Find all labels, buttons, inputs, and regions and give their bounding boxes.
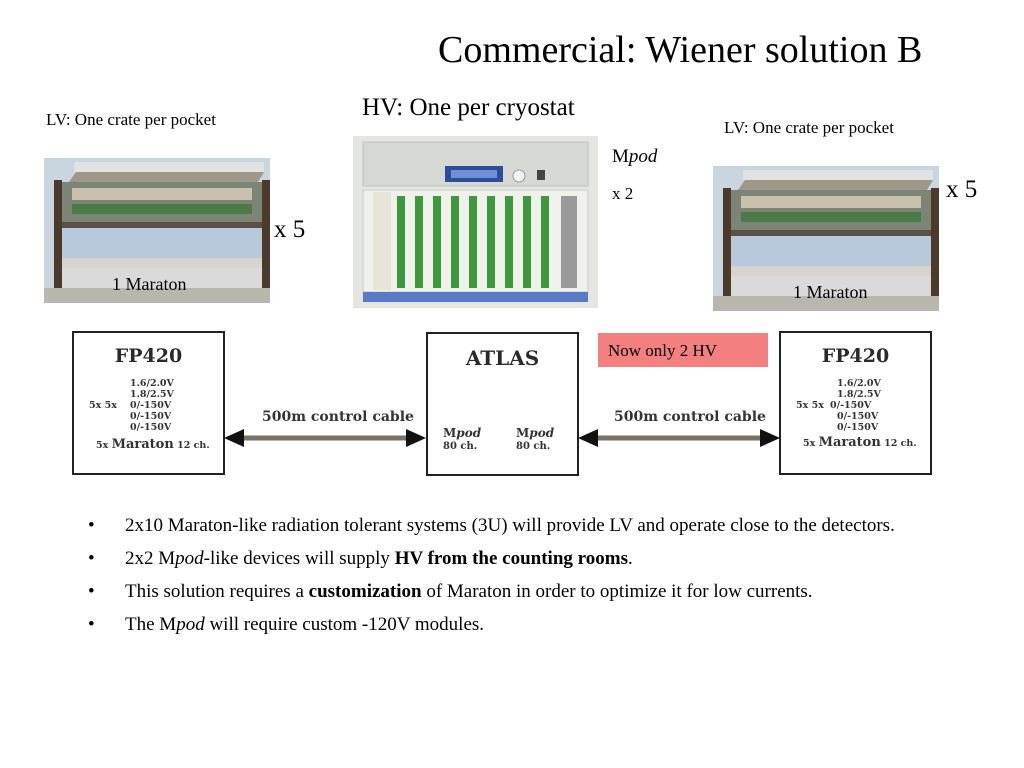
right-crate-multiplier: x 5 [946,176,978,203]
fp420-right-line-3: 0/-150V [830,400,872,411]
fp420-right-line-2: 1.8/2.5V [837,389,881,400]
fp420-right-line-4: 0/-150V [837,411,879,422]
bullet-2: 2x2 Mpod-like devices will supply HV fro… [88,545,938,572]
atlas-box: ATLAS Mpod 80 ch. Mpod 80 ch. [426,332,579,476]
cable-left-label: 500m control cable [262,409,414,425]
fp420-left-line-2: 1.8/2.5V [130,389,174,400]
fp420-right-box: FP420 1.6/2.0V 1.8/2.5V 5x 5x 0/-150V 0/… [779,331,932,475]
atlas-mpod-left: Mpod [443,426,482,440]
left-crate-caption: LV: One crate per pocket [46,110,216,129]
note-box: Now only 2 HV [598,333,768,367]
fp420-right-line-5: 0/-150V [837,422,879,433]
note-text: Now only 2 HV [608,341,718,360]
fp420-right-grid: 5x 5x [796,400,824,411]
center-crate-caption: HV: One per cryostat [362,94,575,121]
fp420-left-maraton-row: 5x Maraton 12 ch. [96,437,210,452]
slide-title: Commercial: Wiener solution B [438,29,923,71]
fp420-right-maraton-row: 5x Maraton 12 ch. [803,435,917,450]
left-crate-label: 1 Maraton [112,274,187,294]
center-mpod-crate-photo [353,136,598,308]
right-crate-label: 1 Maraton [793,282,868,302]
cable-right-arrow [578,429,780,447]
fp420-left-line-1: 1.6/2.0V [130,378,174,389]
cable-right-label: 500m control cable [614,409,766,425]
atlas-title: ATLAS [465,346,540,370]
atlas-mpod-right-channels: 80 ch. [516,441,551,452]
center-crate-multiplier: x 2 [612,184,634,203]
fp420-right-line-1: 1.6/2.0V [837,378,881,389]
center-crate-name: Mpod [612,146,658,167]
fp420-left-line-4: 0/-150V [130,411,172,422]
fp420-left-title: FP420 [114,345,183,367]
atlas-mpod-right: Mpod [516,426,555,440]
fp420-left-box: FP420 1.6/2.0V 1.8/2.5V 5x 5x 0/-150V 0/… [72,331,225,475]
bullet-1: 2x10 Maraton-like radiation tolerant sys… [88,512,938,539]
fp420-left-line-5: 0/-150V [130,422,172,433]
left-crate-multiplier: x 5 [274,216,306,243]
bullet-3: This solution requires a customization o… [88,578,938,605]
bullet-4: The Mpod will require custom -120V modul… [88,611,938,638]
atlas-mpod-left-channels: 80 ch. [443,441,478,452]
right-crate-caption: LV: One crate per pocket [724,118,894,137]
fp420-right-title: FP420 [821,345,890,367]
left-maraton-crate-photo [44,158,270,303]
right-maraton-crate-photo [713,166,939,311]
fp420-left-grid: 5x 5x [89,400,117,411]
fp420-left-line-3: 0/-150V [130,400,172,411]
cable-left-arrow [224,429,426,447]
bullet-list: 2x10 Maraton-like radiation tolerant sys… [88,512,938,644]
